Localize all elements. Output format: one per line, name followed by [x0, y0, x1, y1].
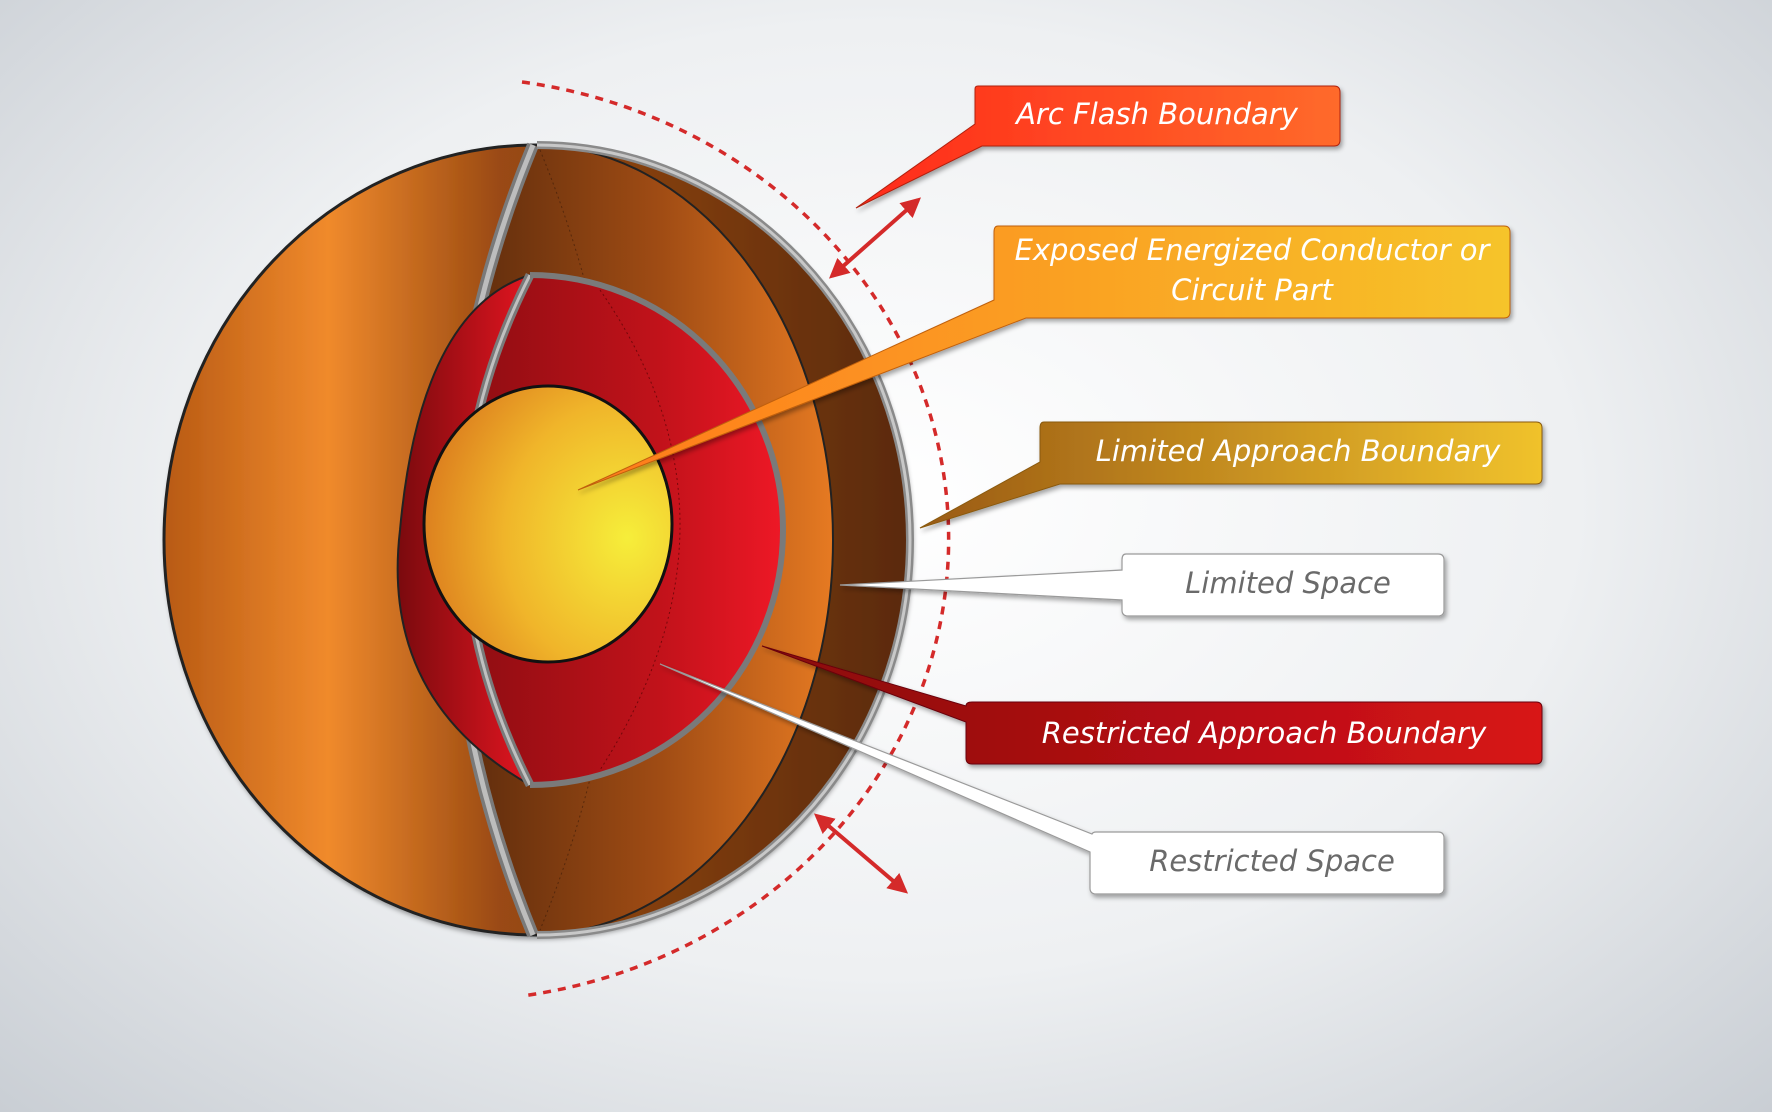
limited-space-callout: Limited Space — [839, 553, 1445, 617]
arc-flash-distance-arrow-bottom — [813, 813, 909, 894]
arc-flash-boundary-label: Arc Flash Boundary — [1014, 97, 1299, 131]
exposed-conductor-callout: Exposed Energized Conductor or Circuit P… — [577, 225, 1511, 491]
restricted-approach-boundary-callout: Restricted Approach Boundary — [761, 645, 1543, 765]
exposed-conductor-label-line1: Exposed Energized Conductor or — [1015, 233, 1492, 267]
restricted-approach-boundary-label: Restricted Approach Boundary — [1042, 716, 1487, 750]
limited-approach-boundary-label: Limited Approach Boundary — [1096, 434, 1501, 468]
exposed-conductor-core — [422, 384, 674, 664]
exposed-conductor-label-line2: Circuit Part — [1171, 273, 1334, 307]
arc-flash-boundary-arc — [521, 80, 951, 998]
restricted-space-label: Restricted Space — [1149, 844, 1395, 878]
limited-approach-boundary-callout: Limited Approach Boundary — [919, 421, 1543, 529]
restricted-space-callout: Restricted Space — [659, 663, 1445, 895]
arc-flash-boundary-callout: Arc Flash Boundary — [855, 85, 1341, 209]
arc-flash-distance-arrow-top — [829, 197, 921, 279]
limited-space-label: Limited Space — [1185, 566, 1391, 600]
